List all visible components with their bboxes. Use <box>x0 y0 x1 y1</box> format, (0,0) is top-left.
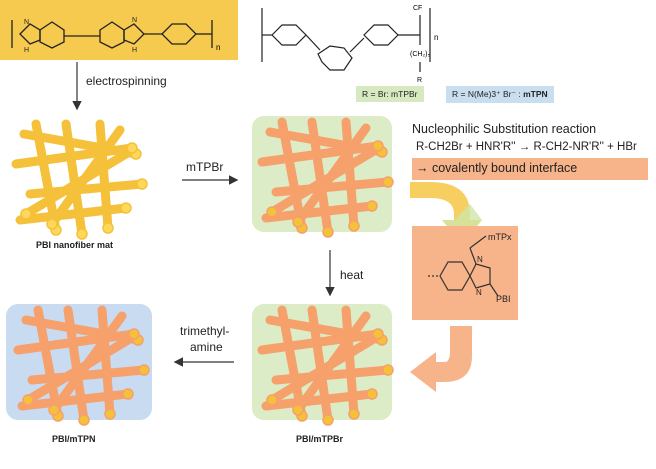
fiber <box>21 149 131 219</box>
fiber-end <box>126 142 138 154</box>
fiber-end <box>382 176 394 188</box>
fiber-end <box>122 388 134 400</box>
fiber-end <box>292 216 304 228</box>
fiber-end <box>138 364 150 376</box>
fiber-end <box>348 220 360 232</box>
fiber-end <box>78 414 90 426</box>
fiber-end <box>372 140 384 152</box>
fiber <box>31 119 61 235</box>
fiber-end <box>120 202 132 214</box>
fiber-end <box>48 404 60 416</box>
fiber <box>267 147 377 217</box>
pbi-mtpn-caption: PBI/mTPN <box>52 434 96 444</box>
fiber-end <box>266 394 278 406</box>
pbi-n-subscript: n <box>216 43 220 52</box>
electrospinning-label: electrospinning <box>86 74 167 88</box>
pbi-mtpbr-caption: PBI/mTPBr <box>296 434 344 444</box>
trimethylamine-label-1: trimethyl- <box>180 324 230 338</box>
mtpbr-coated-mat-bottom <box>257 305 394 426</box>
fiber-end <box>366 200 378 212</box>
mtpbr-definition-tag: R = Br: mTPBr <box>356 86 424 102</box>
fiber <box>277 117 307 233</box>
reaction-equation: R-CH2Br + HNR'R'' → R-CH2-NR'R'' + HBr <box>416 141 637 153</box>
fiber <box>341 305 359 419</box>
fiber-end <box>76 228 88 240</box>
mtp-structure <box>261 8 431 72</box>
heat-label: heat <box>340 268 364 282</box>
mtpbr-coated-mat-top <box>257 117 394 238</box>
fiber-end <box>102 222 114 234</box>
inset-box <box>412 226 518 320</box>
mtpn-definition-tag: R = N(Me)3⁺ Br⁻ : mTPN <box>446 86 554 103</box>
fiber-end <box>292 404 304 416</box>
fiber <box>95 119 113 233</box>
fiber-end <box>366 388 378 400</box>
inset-benzimidazole <box>428 235 499 297</box>
mtpn-coated-mat <box>13 305 150 426</box>
fiber <box>307 305 333 425</box>
fiber <box>341 117 359 231</box>
fiber <box>63 305 89 425</box>
svg-text:N: N <box>24 19 29 26</box>
mtpn-tag-prefix: R = N(Me)3⁺ Br⁻ : <box>452 89 524 99</box>
mtpn-tag-bold: mTPN <box>523 89 548 99</box>
fiber <box>267 335 377 405</box>
pbi-nh-labels: N H N H <box>24 17 137 54</box>
equation-right: R-CH2-NR'R'' + HBr <box>533 141 637 153</box>
trimethylamine-label-2: amine <box>190 340 223 354</box>
svg-text:H: H <box>132 47 137 54</box>
fiber <box>23 335 133 405</box>
fiber-end <box>322 226 334 238</box>
reaction-title: Nucleophilic Substitution reaction <box>412 122 597 136</box>
fiber-end <box>266 206 278 218</box>
fiber-end <box>372 328 384 340</box>
fiber <box>307 117 333 237</box>
svg-text:N: N <box>132 17 137 24</box>
fiber <box>61 119 87 239</box>
fiber <box>277 305 307 421</box>
fiber-end <box>348 408 360 420</box>
mtpbr-step-label: mTPBr <box>186 160 224 174</box>
mtp-cf3-label: CF <box>413 5 422 12</box>
fiber <box>33 305 63 421</box>
fiber-end <box>20 208 32 220</box>
covalent-interface-box <box>412 158 648 180</box>
fiber-end <box>322 414 334 426</box>
fiber-end <box>382 364 394 376</box>
fiber-end <box>136 178 148 190</box>
result-text: covalently bound interface <box>431 161 578 175</box>
fiber-end <box>46 218 58 230</box>
fiber-end <box>22 394 34 406</box>
equation-arrow: → <box>518 141 531 153</box>
fiber-end <box>128 328 140 340</box>
mtp-n-subscript: n <box>434 33 438 42</box>
inset-n-label-top: N <box>477 255 483 264</box>
inset-pbi-label: PBI <box>496 294 511 304</box>
equation-left: R-CH2Br + HNR'R'' <box>416 141 516 153</box>
covalent-interface-text: → covalently bound interface <box>416 161 577 175</box>
mtp-r-label: R <box>417 77 422 84</box>
inset-mtpx-label: mTPx <box>488 232 512 242</box>
result-arrow: → <box>416 161 429 175</box>
pbi-nanofiber-mat <box>11 119 148 240</box>
pbi-mat-caption: PBI nanofiber mat <box>36 240 114 250</box>
inset-n-label-bottom: N <box>476 288 482 297</box>
fiber-end <box>104 408 116 420</box>
mtp-ch2-label: (CH₂)₅ <box>410 51 430 58</box>
pbi-repeat-unit <box>11 20 213 49</box>
fiber <box>97 305 115 419</box>
svg-text:H: H <box>24 47 29 54</box>
